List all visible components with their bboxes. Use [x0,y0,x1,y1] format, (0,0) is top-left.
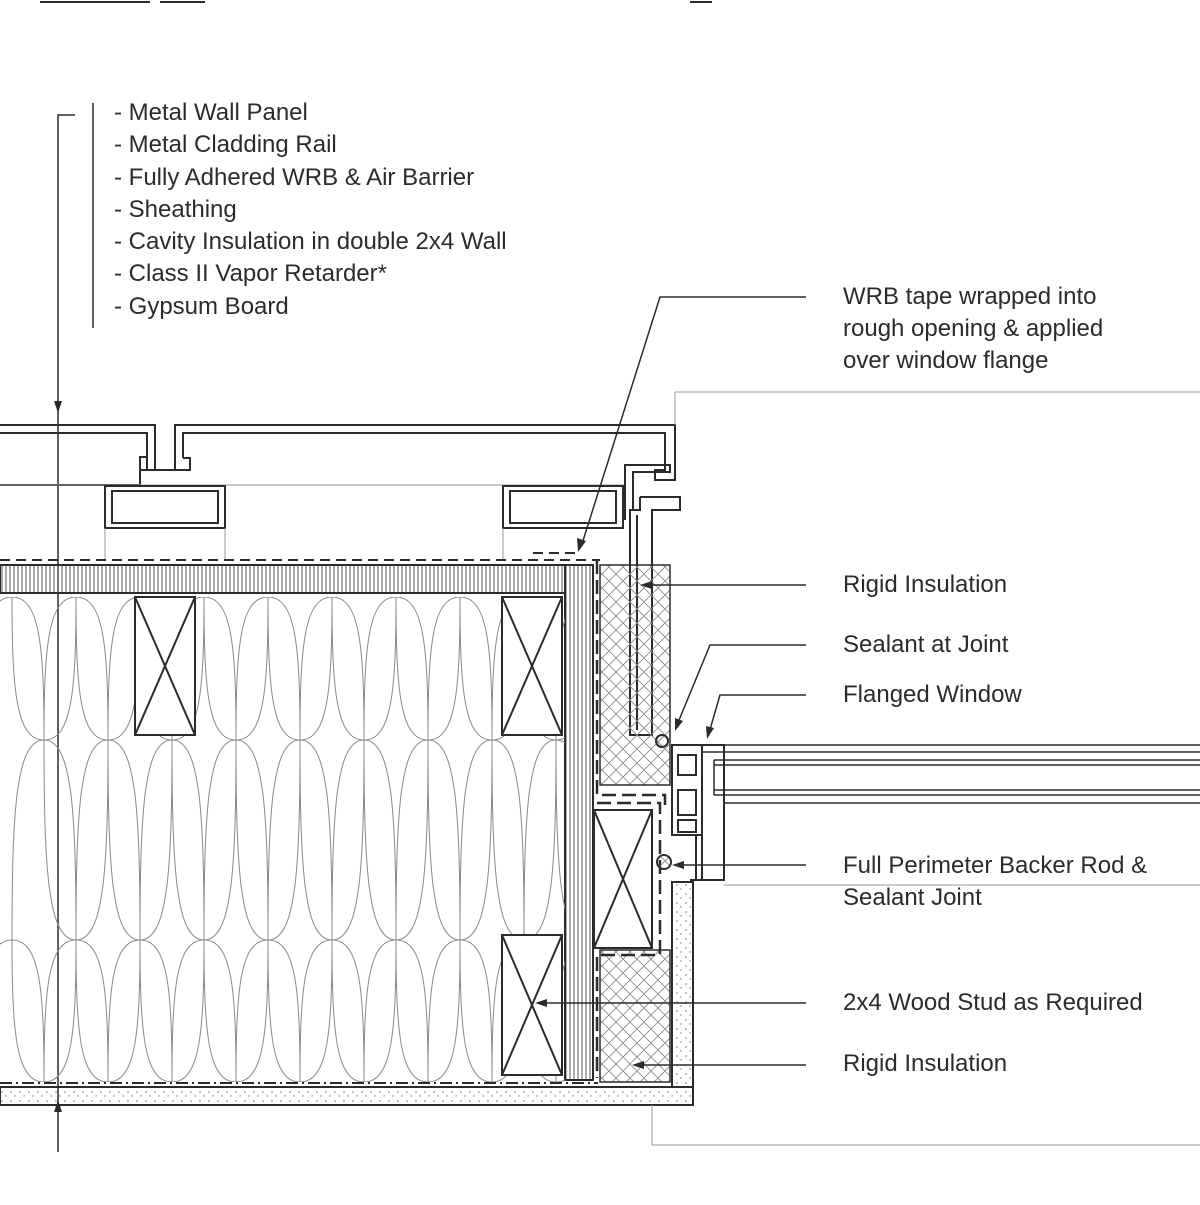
wrb-line [0,552,600,561]
batt-loop [267,939,333,1082]
batt-loop [427,597,493,741]
cladding-rail-left [104,485,226,560]
gypsum-return [671,881,694,1088]
callout-arrowheads [535,538,714,1069]
callout-wrb-tape-line1: WRB tape wrapped into [843,283,1097,310]
callout-rigid-insulation-top: Rigid Insulation [843,571,1008,598]
batt-loop [139,939,205,1082]
batt-loop [203,939,269,1082]
batt-loop [363,597,429,741]
gypsum-board [0,1086,694,1106]
layer-sheathing: - Sheathing [114,195,237,223]
cavity-insulation [0,597,565,1082]
wood-stud-2 [501,596,563,736]
batt-loop [0,939,45,1082]
layer-cladding-rail: - Metal Cladding Rail [114,131,337,159]
glazing [702,744,1200,804]
batt-loop [331,939,397,1082]
callout-wood-stud: 2x4 Wood Stud as Required [843,989,1143,1016]
rigid-insulation-lower [599,949,671,1083]
batt-loop [0,597,45,741]
cladding-rail-right [502,485,624,560]
backer-rod [656,854,672,870]
layer-vapor-retarder: - Class II Vapor Retarder* [114,260,387,288]
metal-wall-panel [0,424,676,486]
callout-rigid-insulation-bottom: Rigid Insulation [843,1050,1008,1077]
callout-flanged-window: Flanged Window [843,681,1022,708]
batt-loop [299,597,365,741]
sheathing-vertical [564,564,594,1081]
batt-loop [43,597,109,741]
callout-sealant-joint: Sealant at Joint [843,631,1009,658]
batt-loop [555,739,565,911]
rigid-insulation-upper [599,564,671,786]
layer-cavity-insulation: - Cavity Insulation in double 2x4 Wall [114,228,507,256]
wrb-wrap [595,560,667,1078]
sheathing [0,564,566,594]
callout-wrb-tape-line3: over window flange [843,347,1049,374]
layer-wrb: - Fully Adhered WRB & Air Barrier [114,163,475,191]
callout-wrb-tape-line2: rough opening & applied [843,315,1104,342]
batt-loop [235,597,301,741]
wood-stud-rough-opening [593,809,653,949]
callout-leaders [540,296,806,1066]
callout-backer-rod-line1: Full Perimeter Backer Rod & [843,852,1148,879]
layer-gypsum-board: - Gypsum Board [114,292,289,320]
callout-backer-rod-line2: Sealant Joint [843,884,982,911]
assembly-leader [57,114,75,1152]
batt-loop [395,939,461,1082]
wood-stud-3 [501,934,563,1076]
interior-outline [651,1105,1200,1146]
sealant-bead-upper [655,734,669,748]
layer-metal-wall-panel: - Metal Wall Panel [114,99,308,126]
batt-loop [11,939,77,1082]
leader-arrow-top [54,401,62,413]
wood-stud-1 [134,596,196,736]
assembly-layer-list: - Metal Wall Panel - Metal Cladding Rail… [114,97,507,323]
batt-loop [75,939,141,1082]
